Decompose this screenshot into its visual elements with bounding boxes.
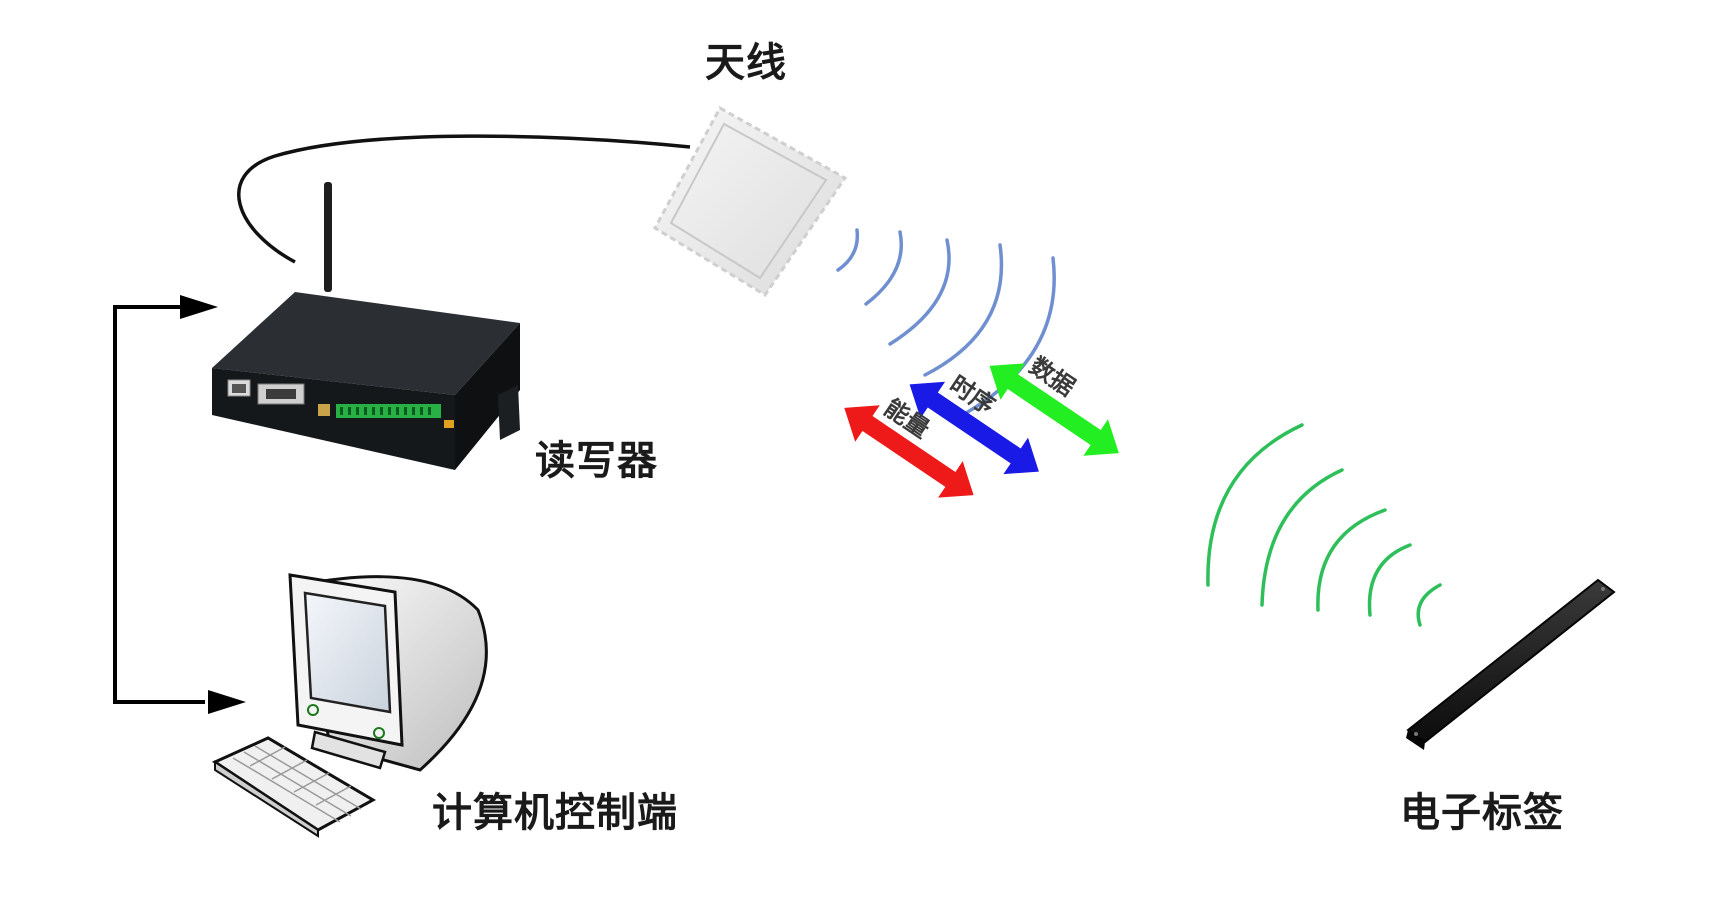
computer-label: 计算机控制端 [432,790,678,836]
antenna-cable [237,134,691,264]
tag-label: 电子标签 [1400,790,1564,836]
data-arrow-shape [989,363,1119,456]
timing-arrow-shape [909,381,1039,475]
tag-waves [1206,423,1442,627]
arrow-to-reader [180,295,218,319]
antenna-waves [836,228,1056,420]
electronic-tag [1406,578,1616,750]
antenna-label: 天线 [705,40,787,86]
keyboard [211,736,377,838]
antenna-panel [653,105,848,298]
computer-terminal [211,573,488,838]
energy-arrow-shape [844,405,974,498]
reader-label: 读写器 [535,438,658,484]
reader-computer-link [113,295,246,714]
reader-device [212,182,520,470]
arrow-to-computer [208,690,246,714]
